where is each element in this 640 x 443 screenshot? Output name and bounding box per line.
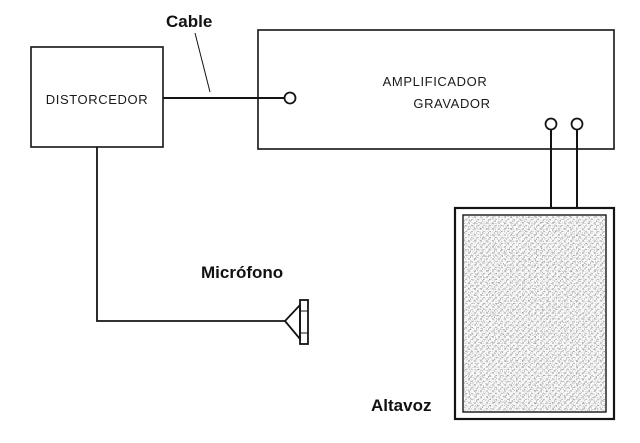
amplifier-label-line1: AMPLIFICADOR [383,74,488,89]
output-jack-right [570,117,584,131]
speaker-icon [453,206,616,421]
microphone-cable [96,147,285,322]
distorter-label: DISTORCEDOR [46,92,148,107]
output-jack-left [544,117,558,131]
cable-pointer [194,32,211,93]
microphone-label: Micrófono [201,263,283,282]
amplifier-label-line2: GRAVADOR [413,96,490,111]
amplifier-box [257,29,615,150]
input-jack [283,91,297,105]
microphone-icon [284,299,309,345]
cable-label: Cable [166,12,212,31]
speaker-label: Altavoz [371,396,431,415]
